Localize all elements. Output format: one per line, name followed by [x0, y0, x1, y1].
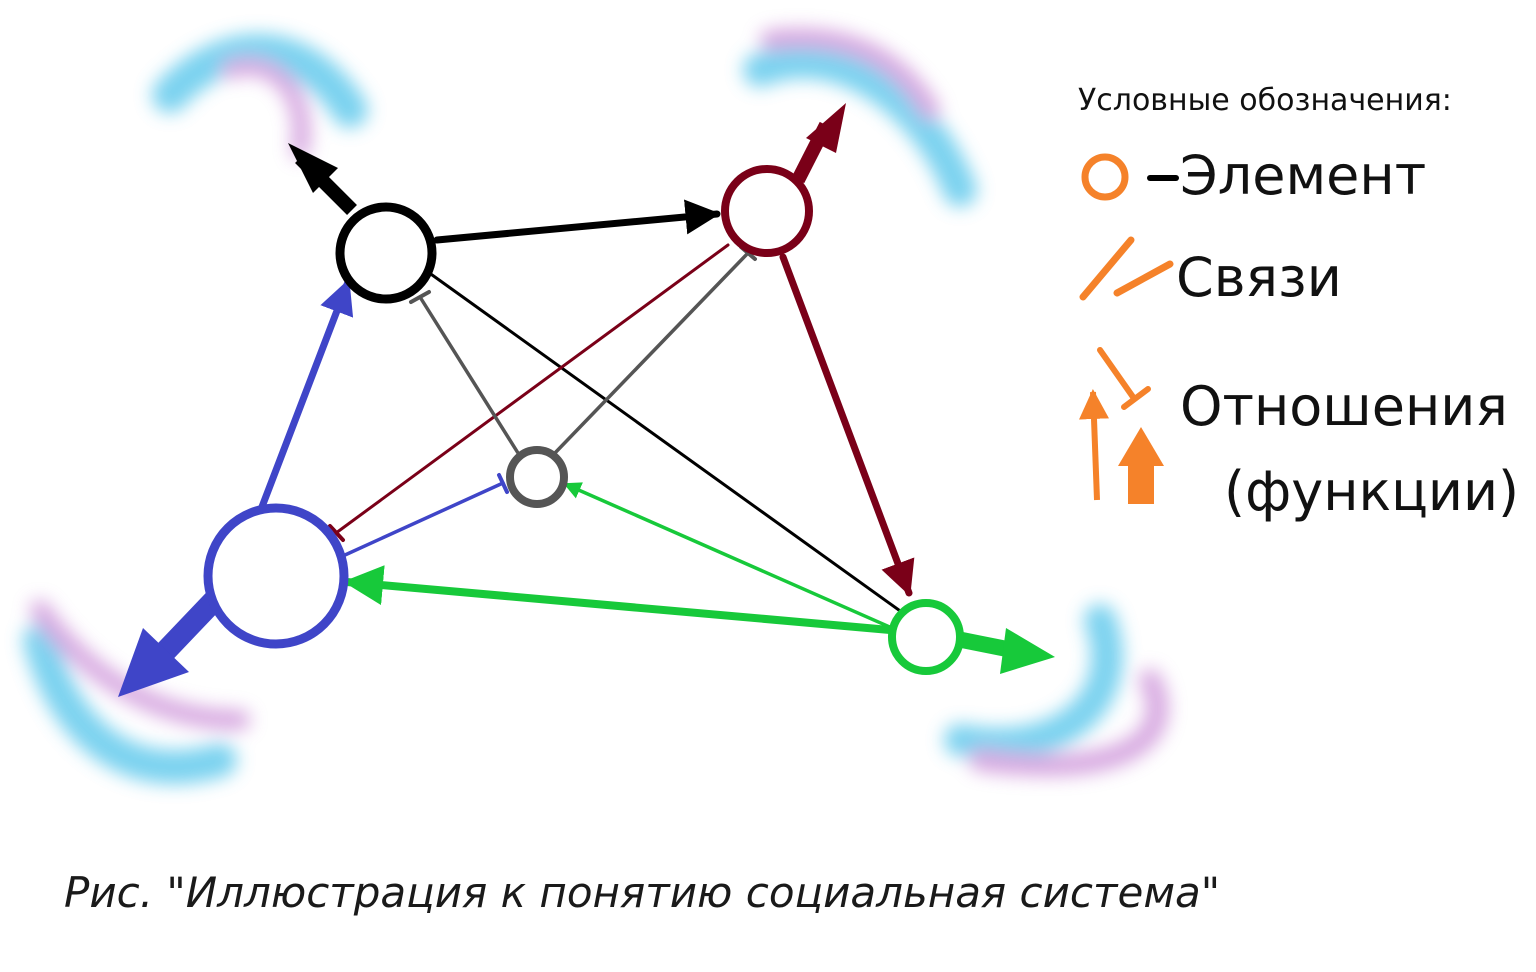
- element-green: [888, 599, 964, 675]
- function-arrowhead-green: [1000, 628, 1055, 674]
- relation-green-to-blue: [343, 565, 894, 634]
- element-blue: [203, 503, 349, 649]
- function-arrowhead-blue: [118, 628, 189, 697]
- decorative-haze: [23, 28, 1169, 785]
- legend-label-links: Связи: [1176, 246, 1342, 309]
- link-lines-icon: [1079, 236, 1174, 301]
- elements: [203, 165, 964, 675]
- haze-bottom-right-violet: [969, 669, 1169, 777]
- relation-gray-to-crimson: [551, 251, 750, 457]
- relation-black-to-crimson: [433, 199, 721, 244]
- relation-black-to-green: [426, 270, 905, 615]
- function-arrowhead-crimson: [806, 103, 846, 153]
- haze-top-left-cyan: [152, 33, 368, 128]
- relation-arrows-icon: [1079, 347, 1164, 504]
- bar-blue-at-gray: [497, 473, 509, 494]
- element-black: [335, 202, 437, 304]
- function-arrowhead-black: [288, 143, 338, 193]
- bar-crimson-at-blue: [328, 524, 345, 542]
- figure-caption: Рис. "Иллюстрация к понятию социальная с…: [64, 868, 1220, 917]
- haze-top-left-violet: [221, 57, 311, 159]
- haze-bottom-right-cyan: [944, 604, 1123, 760]
- legend-circle-icon: [1081, 153, 1129, 201]
- legend: Условные обозначения: Элемент Связи Отно…: [1078, 83, 1519, 523]
- relation-green-to-gray: [563, 482, 894, 630]
- legend-title: Условные обозначения:: [1078, 83, 1452, 118]
- haze-top-right-cyan: [743, 44, 977, 207]
- relation-blue-to-gray: [343, 481, 505, 557]
- legend-label-relations: Отношения: [1180, 375, 1508, 438]
- legend-label-element: Элемент: [1180, 144, 1426, 207]
- relation-lines: [256, 199, 915, 634]
- element-crimson: [721, 165, 813, 257]
- relation-crimson-to-blue: [334, 243, 730, 535]
- relation-gray-to-black: [418, 295, 520, 455]
- haze-bottom-left-cyan: [23, 623, 237, 785]
- legend-label-functions: (функции): [1224, 460, 1519, 523]
- relation-blue-to-black: [256, 278, 354, 516]
- relation-crimson-to-green: [779, 253, 915, 597]
- bar-gray-at-black: [409, 290, 431, 304]
- haze-top-right-violet: [760, 28, 940, 120]
- element-gray: [506, 446, 568, 508]
